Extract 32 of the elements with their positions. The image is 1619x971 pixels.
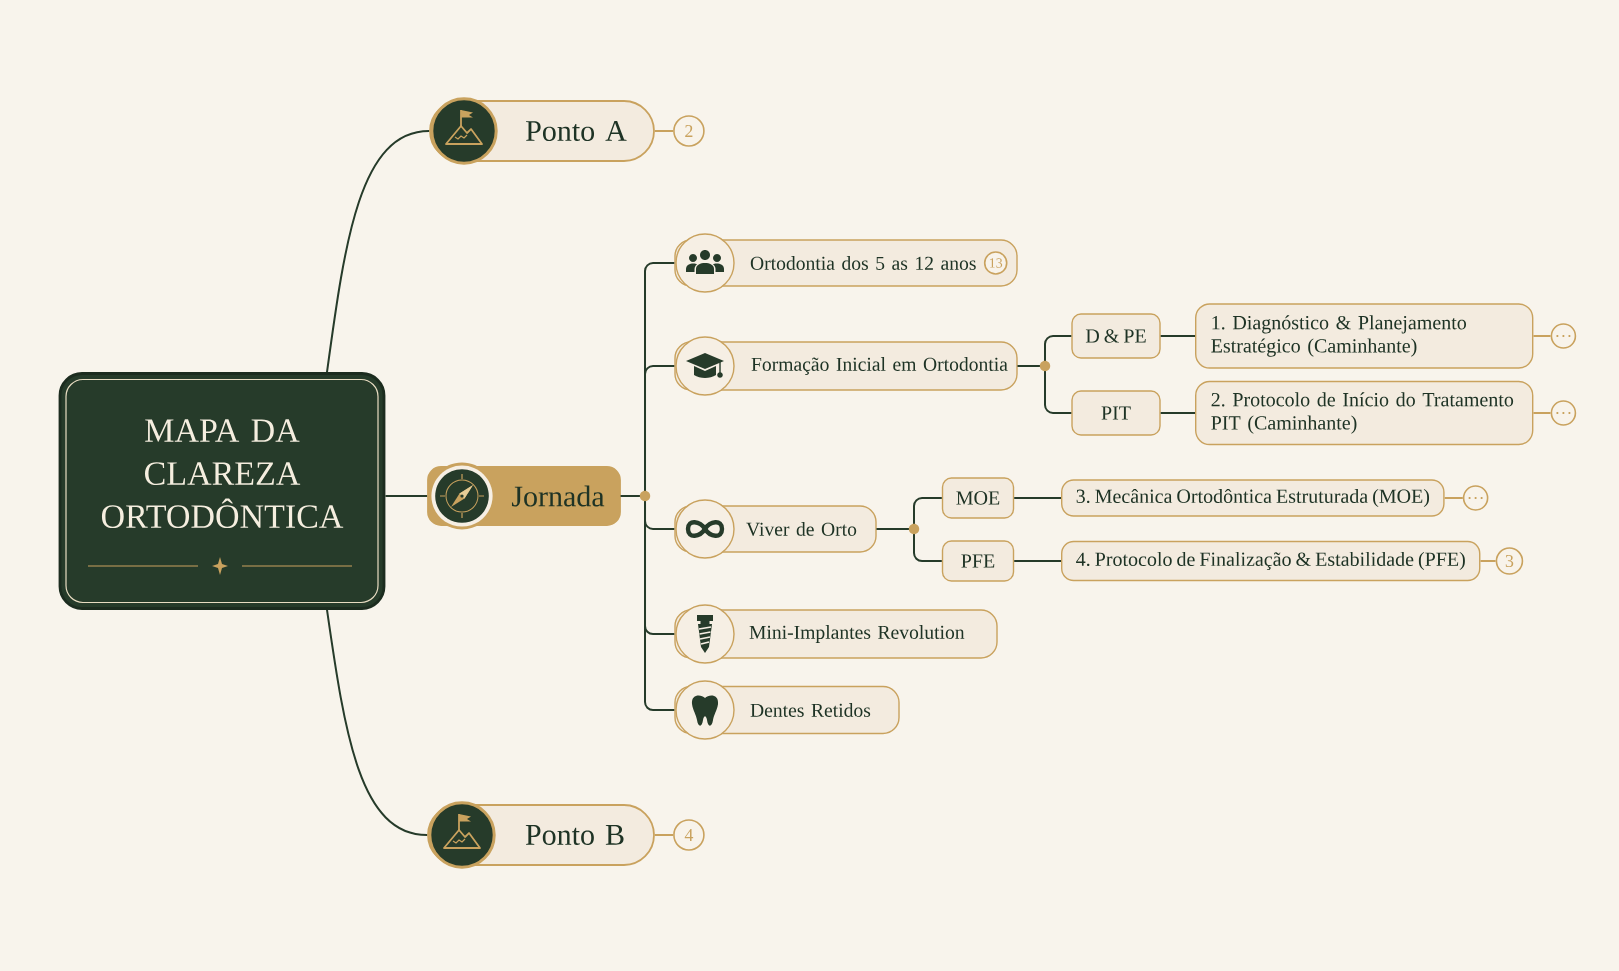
- connector-line: [1479, 560, 1497, 562]
- connector-line: [1532, 335, 1552, 337]
- connector-line: [1159, 335, 1196, 337]
- title-box: MAPA DA CLAREZA ORTODÔNTICA: [58, 372, 386, 610]
- count-badge: 3: [1495, 547, 1524, 575]
- connector-line: [326, 130, 431, 374]
- connector-line: [1013, 497, 1062, 499]
- abbreviation-box: PFE: [941, 540, 1015, 582]
- count-badge: 13: [983, 251, 1008, 275]
- connector-line: [326, 608, 429, 836]
- module-box: 3. Mecânica Ortodôntica Estruturada (MOE): [1061, 479, 1445, 517]
- ellipsis-badge: …: [1462, 485, 1489, 511]
- connector-line: [1013, 560, 1062, 562]
- module-box: 2. Protocolo de Início do Tratamento PIT (Caminhante): [1195, 380, 1534, 446]
- abbreviation-box: PIT: [1071, 390, 1161, 436]
- count-badge: 2: [673, 115, 705, 147]
- connector-line: [1532, 412, 1552, 414]
- connector-line: [384, 495, 429, 497]
- connector-line: [653, 834, 675, 836]
- connector-line: [1159, 412, 1196, 414]
- module-box: 1. Diagnóstico & Planejamento Estratégico (Caminhante): [1195, 303, 1534, 369]
- ellipsis-badge: …: [1550, 323, 1577, 349]
- connector-line: [653, 130, 675, 132]
- count-badge: 4: [673, 819, 705, 851]
- module-box: 4. Protocolo de Finalização & Estabilidade (PFE): [1061, 540, 1481, 582]
- abbreviation-box: MOE: [941, 477, 1015, 519]
- connector-line: [1016, 365, 1073, 414]
- ellipsis-badge: …: [1550, 400, 1577, 426]
- connector-line: [619, 495, 676, 711]
- connector-line: [875, 528, 943, 562]
- connector-line: [1443, 497, 1464, 499]
- abbreviation-box: D & PE: [1071, 313, 1161, 359]
